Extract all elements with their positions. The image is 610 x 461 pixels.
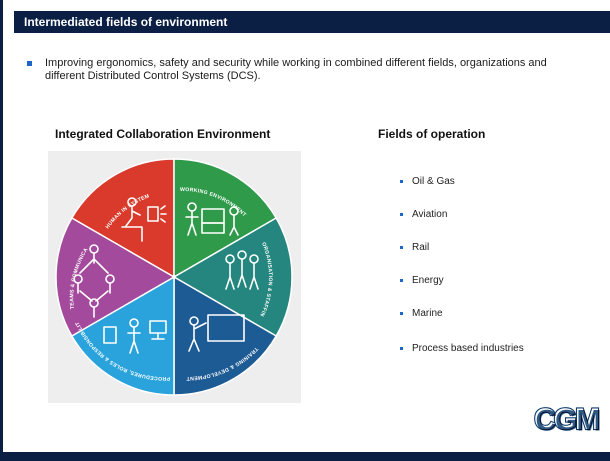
- bullet-marker: [400, 347, 403, 350]
- field-item-marine: Marine: [400, 308, 524, 341]
- wedge-procedures-roles: [70, 275, 175, 396]
- bullet-marker: [400, 279, 403, 282]
- field-item-energy: Energy: [400, 275, 524, 308]
- footer-bar: [0, 452, 610, 461]
- procedures-icon: [103, 318, 167, 354]
- collaboration-wheel: HUMAN IN SYSTEM WORKING ENVIRONMENT ORGA…: [46, 147, 301, 403]
- wheel-center: [172, 275, 176, 279]
- bullet-marker: [400, 246, 403, 249]
- wedge-human-in-system: [70, 158, 175, 279]
- field-item-process: Process based industries: [400, 343, 524, 376]
- workstation-icon: [185, 202, 239, 236]
- svg-text:CGM: CGM: [534, 403, 598, 434]
- left-border: [0, 0, 3, 461]
- field-item-aviation: Aviation: [400, 209, 524, 242]
- bullet-marker: [400, 312, 403, 315]
- field-item-oil-gas: Oil & Gas: [400, 176, 524, 209]
- svg-text:CGM: CGM: [536, 405, 600, 435]
- fields-list: Oil & Gas Aviation Rail Energy Marine Pr…: [400, 176, 524, 376]
- wedge-training-development: [173, 275, 278, 396]
- bullet-marker: [27, 61, 32, 66]
- fields-heading: Fields of operation: [378, 127, 486, 141]
- presenter-board-icon: [188, 314, 245, 352]
- title-bar: Intermediated fields of environment: [14, 11, 610, 33]
- team-network-icon: [73, 244, 115, 318]
- bullet-marker: [400, 213, 403, 216]
- field-item-rail: Rail: [400, 242, 524, 275]
- bullet-marker: [400, 180, 403, 183]
- bullet-text: Improving ergonomics, safety and securit…: [45, 57, 547, 82]
- person-at-desk-icon: [121, 197, 167, 242]
- group-of-people-icon: [225, 250, 259, 290]
- wedge-organisation-staffing: [172, 216, 293, 338]
- wedge-working-environment: [173, 158, 278, 279]
- cgm-logo: CGM CGM: [533, 402, 602, 435]
- wheel-graphic: HUMAN IN SYSTEM WORKING ENVIRONMENT ORGA…: [46, 147, 293, 396]
- collaboration-heading: Integrated Collaboration Environment: [55, 127, 271, 141]
- slide-title: Intermediated fields of environment: [24, 15, 228, 29]
- wedge-teams-communication: [55, 216, 176, 338]
